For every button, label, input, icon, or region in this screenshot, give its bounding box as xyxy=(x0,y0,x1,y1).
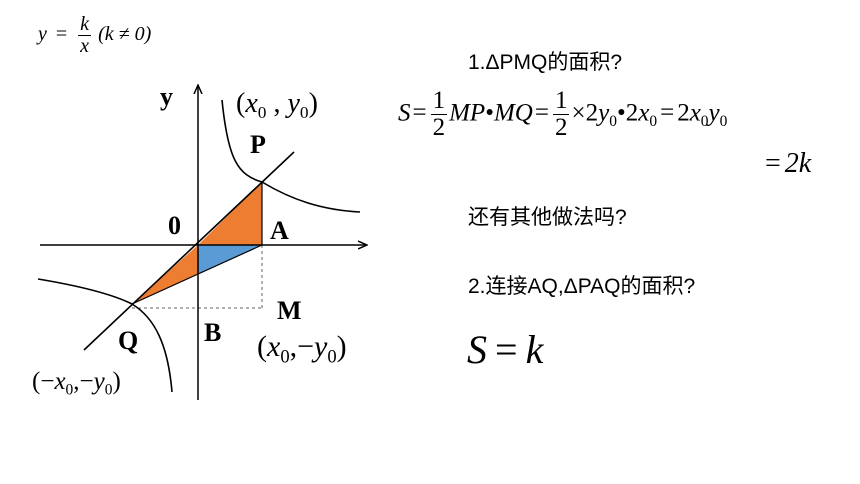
area-result: =2k xyxy=(765,148,812,179)
formula-fraction: k x xyxy=(78,13,92,57)
other-method-question: 还有其他做法吗? xyxy=(468,206,627,229)
question-2-title: 2.连接AQ,ΔPAQ的面积? xyxy=(468,275,696,298)
axis-y-label: y xyxy=(160,82,173,111)
label-p: P xyxy=(250,130,266,159)
hyperbola-branch-lower xyxy=(37,278,173,393)
label-b: B xyxy=(204,318,222,347)
formula-num: k xyxy=(78,13,92,36)
formula-eq: = xyxy=(55,23,68,46)
hyperbola-diagram xyxy=(37,0,430,400)
label-m: M xyxy=(277,296,302,325)
question-1-title: 1.ΔPMQ的面积? xyxy=(468,51,623,74)
label-origin: 0 xyxy=(168,211,181,240)
label-q: Q xyxy=(118,326,139,355)
formula-y: y xyxy=(38,23,47,46)
label-a: A xyxy=(270,216,289,245)
answer-2: S=k xyxy=(467,327,544,372)
coord-p: (x0 , y0) xyxy=(236,88,318,123)
function-formula: y = k x (k ≠ 0) xyxy=(38,14,151,57)
hyperbola-branch-upper xyxy=(221,99,361,213)
coord-q: (−x0,−y0) xyxy=(32,368,121,399)
coord-m: (x0,−y0) xyxy=(257,330,347,368)
formula-condition: (k ≠ 0) xyxy=(98,23,152,46)
line-pq xyxy=(83,151,295,351)
segment-aq xyxy=(131,244,263,305)
formula-den: x xyxy=(80,35,90,57)
